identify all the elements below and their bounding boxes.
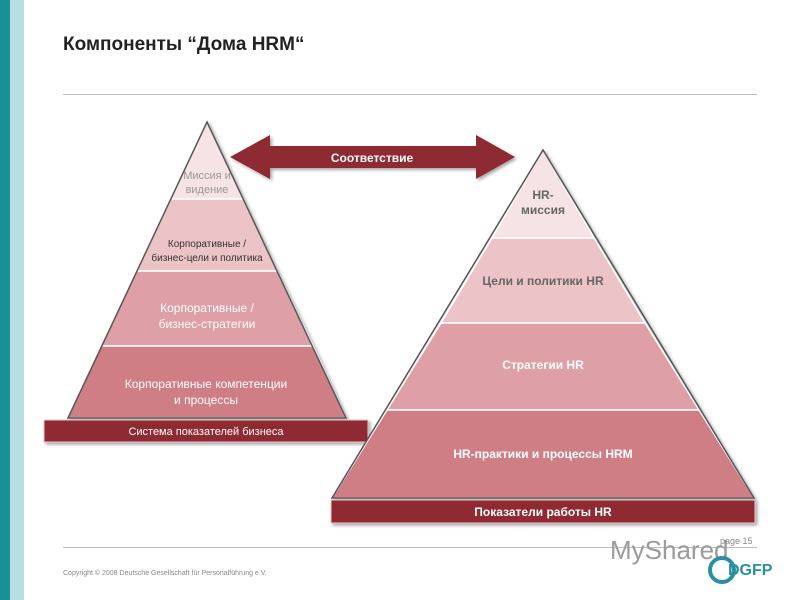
- right-level-4-label: HR-практики и процессы HRM: [453, 447, 632, 461]
- left-base-bar: [43, 419, 369, 443]
- myshared-watermark: MyShared: [610, 535, 729, 565]
- left-level-4-line-1: Корпоративные компетенции: [125, 377, 287, 391]
- left-level-3-line-2: бизнес-стратегии: [159, 317, 256, 331]
- bottom-divider: [63, 547, 757, 548]
- copyright-text: Copyright © 2008 Deutsche Gesellschaft f…: [63, 570, 267, 577]
- right-pyramid: [330, 148, 756, 524]
- right-level-1-line-1: HR-: [532, 188, 553, 202]
- page-title: Компоненты “Дома HRM“: [63, 34, 305, 55]
- dgfp-logo-icon: [708, 556, 736, 584]
- right-outline: [330, 148, 756, 499]
- dgfp-logo-text: DGFP: [728, 562, 773, 579]
- right-base-bar: [330, 499, 756, 524]
- left-level-1-line-1: Миссия и: [183, 170, 231, 182]
- accent-bar-light: [10, 0, 24, 600]
- right-level-3-label: Стратегии HR: [502, 358, 584, 372]
- right-level-2-label: Цели и политики HR: [482, 274, 604, 288]
- left-base-label: Система показателей бизнеса: [128, 426, 284, 438]
- accent-bar: [0, 0, 10, 600]
- left-level-2-line-2: бизнес-цели и политика: [151, 252, 263, 264]
- top-divider: [63, 94, 757, 95]
- right-level-1-line-2: миссия: [521, 203, 565, 217]
- double-arrow-shape: [230, 135, 515, 179]
- page-number: page 15: [720, 536, 753, 546]
- left-level-2-line-1: Корпоративные /: [168, 239, 246, 250]
- left-level-1-line-2: видение: [186, 184, 229, 196]
- left-level-3-line-1: Корпоративные /: [160, 301, 254, 315]
- left-pyramid: [43, 120, 369, 443]
- left-outline: [66, 120, 348, 419]
- left-level-4-line-2: и процессы: [174, 393, 238, 407]
- correspondence-arrow: [230, 135, 515, 179]
- arrow-label: Соответствие: [331, 151, 414, 165]
- right-base-label: Показатели работы HR: [474, 505, 612, 519]
